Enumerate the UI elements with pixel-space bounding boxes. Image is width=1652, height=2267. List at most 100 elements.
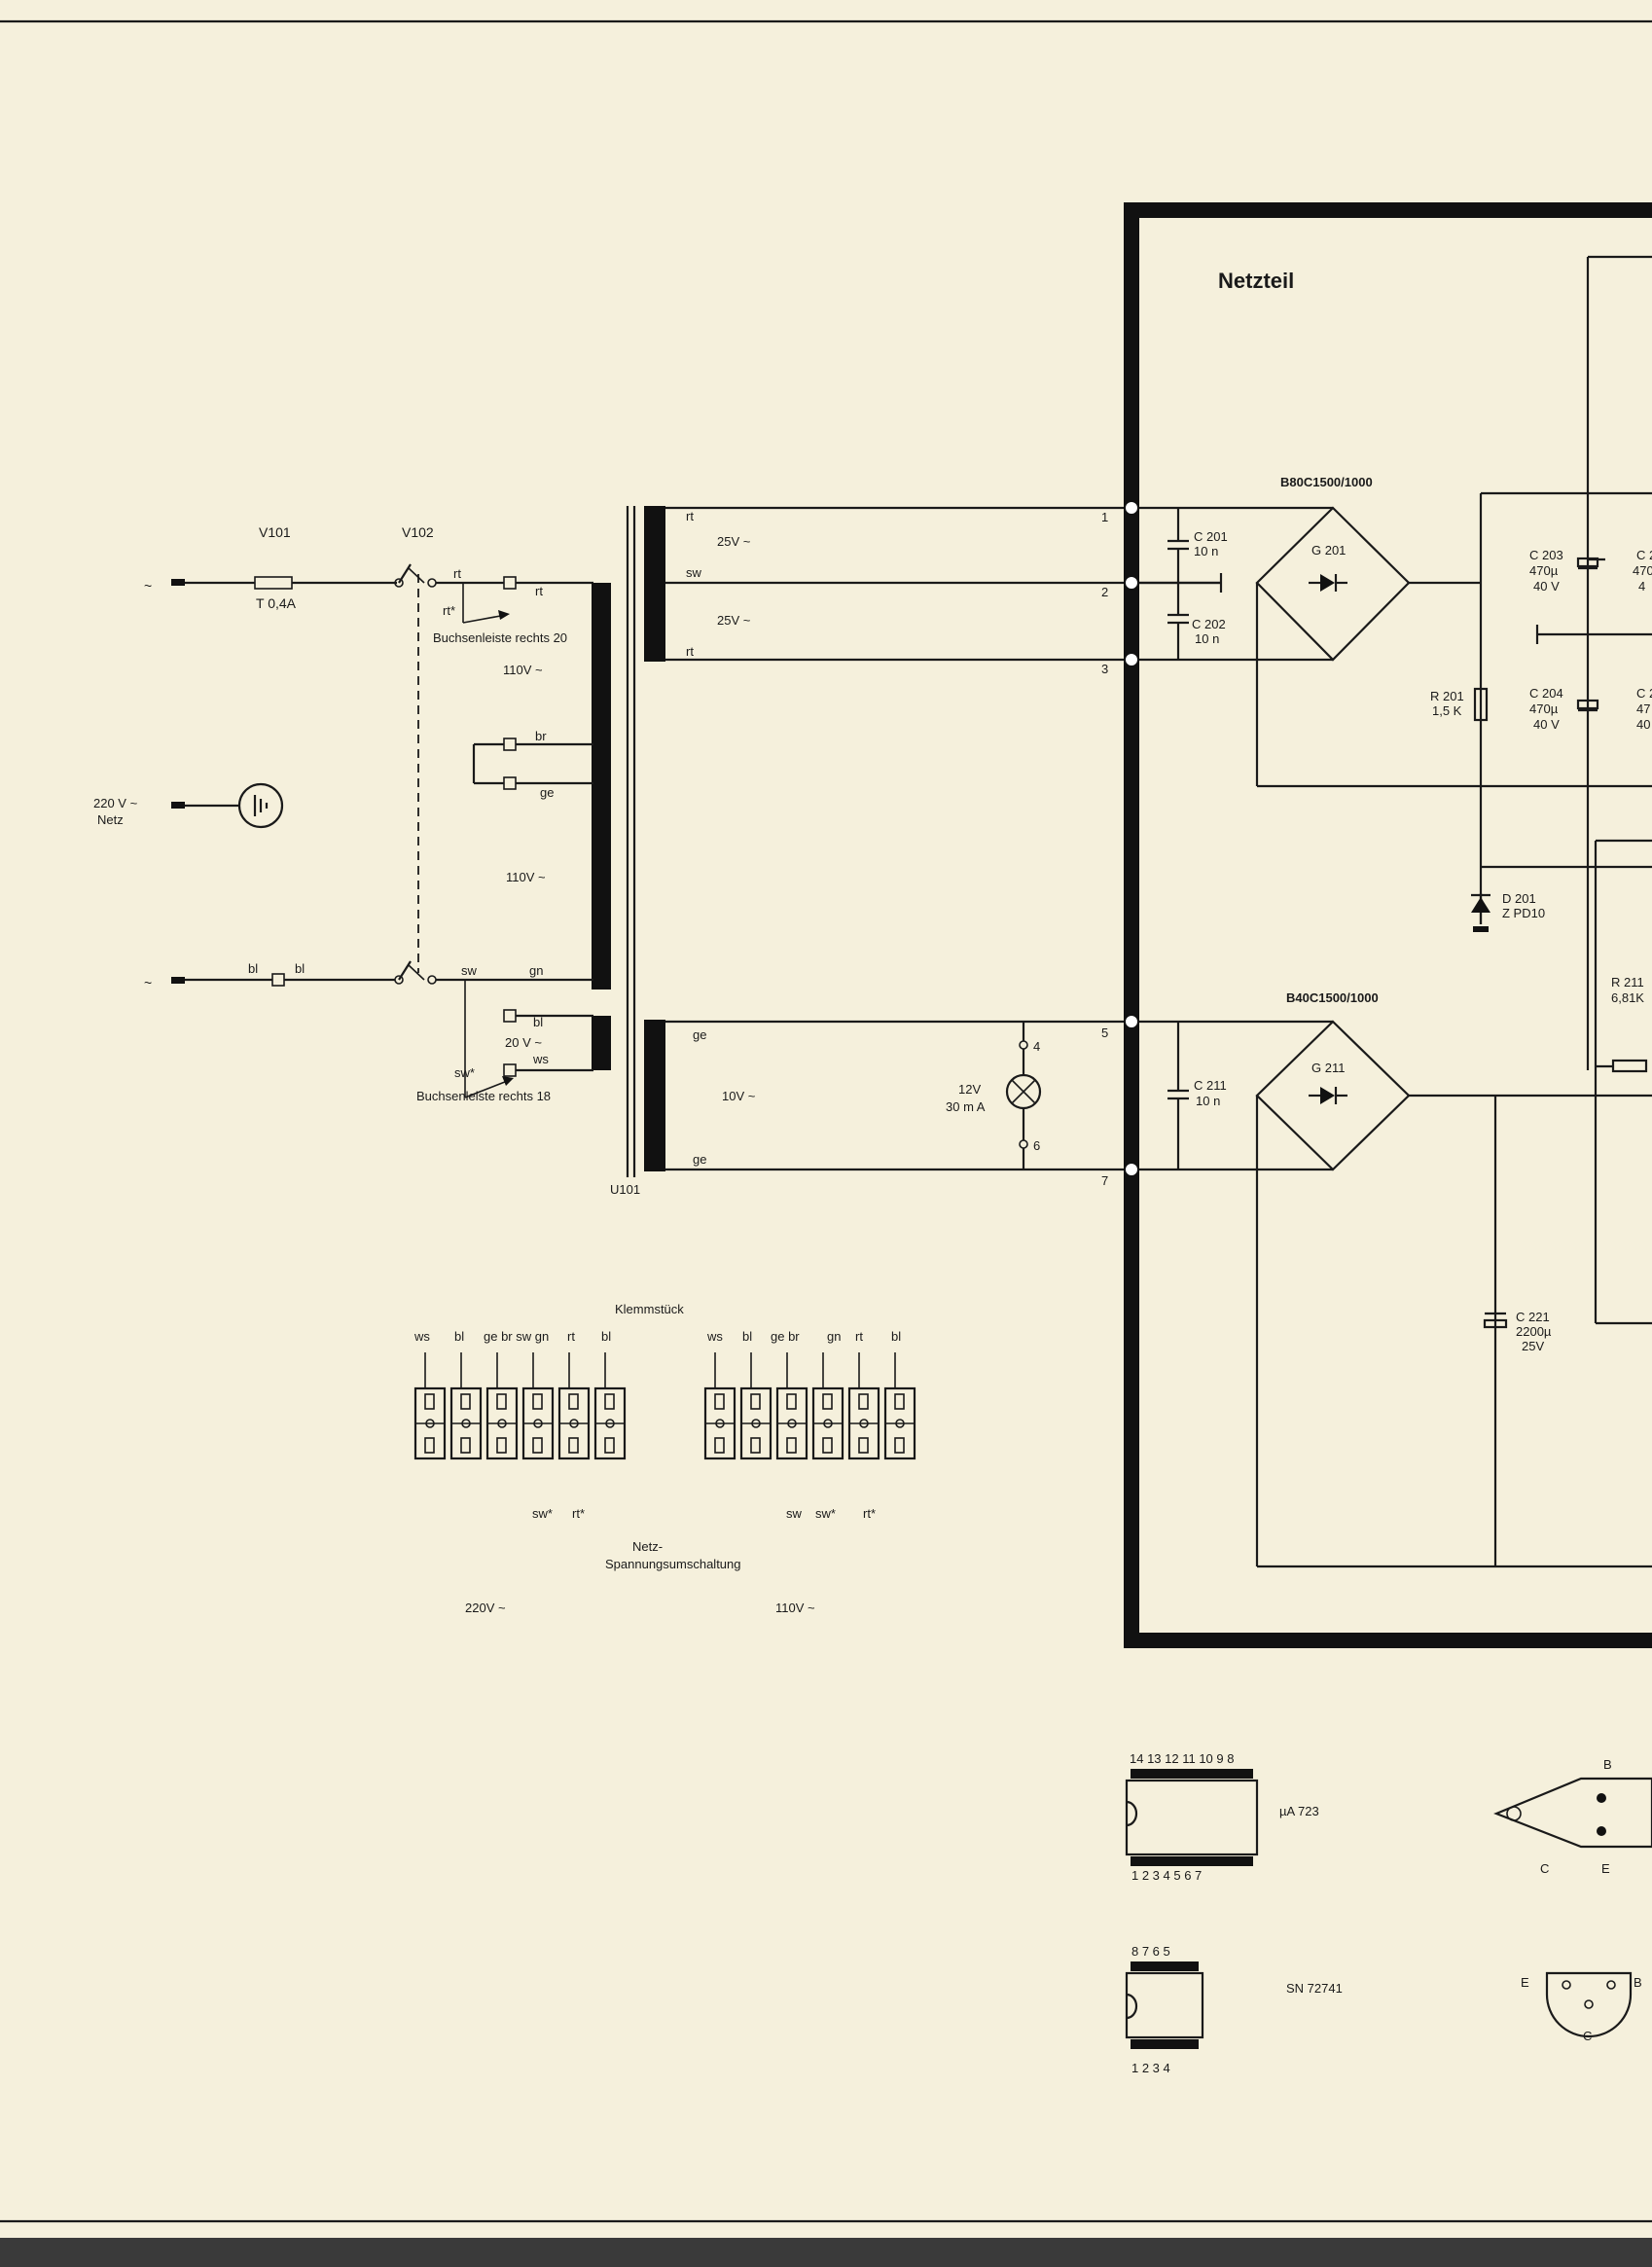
netzteil-title: Netzteil	[1218, 269, 1294, 293]
netzteil-bottom-circuit: C 211 10 n B40C1500/1000 G 211 C 221 220…	[1138, 975, 1652, 1568]
svg-text:~: ~	[144, 975, 152, 990]
mains-input-bottom: ~ bl bl sw gn sw* Buchsenleiste rechts 1…	[144, 961, 593, 1103]
bottom-dark-strip	[0, 2238, 1652, 2267]
svg-text:sw*: sw*	[454, 1065, 475, 1080]
primary-winding: 110V ~ 110V ~ 20 V ~	[503, 583, 611, 1070]
secondary-winding-top: rt sw rt 25V ~ 25V ~	[644, 506, 1221, 662]
svg-text:SN 72741: SN 72741	[1286, 1981, 1343, 1996]
svg-text:110V ~: 110V ~	[503, 663, 543, 677]
svg-text:470: 470	[1633, 563, 1652, 578]
klemmstueck-section: Klemmstück ws bl ge br sw gn rt bl ws bl…	[413, 1302, 916, 1615]
terminal-cell	[593, 1352, 627, 1460]
resistor-r211	[1611, 1059, 1648, 1073]
svg-text:ge: ge	[693, 1152, 706, 1167]
svg-text:110V ~: 110V ~	[775, 1601, 815, 1615]
svg-text:470µ: 470µ	[1529, 563, 1559, 578]
svg-text:40: 40	[1636, 717, 1650, 732]
svg-text:C 221: C 221	[1516, 1310, 1550, 1324]
svg-text:ws: ws	[706, 1329, 723, 1344]
terminal-cell	[703, 1352, 736, 1460]
svg-text:ge: ge	[540, 785, 554, 800]
bridge-g211	[1255, 1020, 1411, 1171]
terminal-cell	[521, 1352, 555, 1460]
svg-text:µA 723: µA 723	[1279, 1804, 1319, 1818]
svg-text:30 m A: 30 m A	[946, 1099, 986, 1114]
svg-text:Z PD10: Z PD10	[1502, 906, 1545, 920]
svg-text:1 2 3 4 5 6 7: 1 2 3 4 5 6 7	[1131, 1868, 1202, 1883]
svg-text:10V ~: 10V ~	[722, 1089, 756, 1103]
svg-text:bl: bl	[248, 961, 258, 976]
svg-text:1,5 K: 1,5 K	[1432, 703, 1462, 718]
svg-text:bl: bl	[891, 1329, 901, 1344]
transformer-core: U101	[610, 506, 640, 1197]
wire-rt-top: rt rt rt* Buchsenleiste rechts 20	[433, 566, 593, 645]
svg-text:rt*: rt*	[863, 1506, 876, 1521]
svg-text:3: 3	[1101, 662, 1108, 676]
terminal-block-220v	[413, 1352, 627, 1460]
switch-v102: V102	[394, 524, 467, 985]
wire-br-ge: br ge	[472, 729, 593, 800]
svg-text:C: C	[1540, 1861, 1549, 1876]
secondary-winding-bottom: ge ge 10V ~ 4 6 12V 30 m A	[644, 1020, 1129, 1171]
svg-text:C 204: C 204	[1529, 686, 1563, 701]
svg-text:C 203: C 203	[1529, 548, 1563, 562]
terminal-cell	[811, 1352, 844, 1460]
svg-text:2200µ: 2200µ	[1516, 1324, 1552, 1339]
svg-text:470µ: 470µ	[1529, 702, 1559, 716]
svg-text:sw: sw	[786, 1506, 803, 1521]
zener-d201	[1471, 897, 1490, 913]
svg-text:110V ~: 110V ~	[506, 870, 546, 884]
svg-text:ws: ws	[532, 1052, 549, 1066]
klemmstueck-title: Klemmstück	[615, 1302, 684, 1316]
fuse-v101	[254, 576, 293, 590]
ic-sn72741: 8 7 6 5 1 2 3 4 SN 72741	[1125, 1944, 1343, 2075]
terminal-cell	[847, 1352, 880, 1460]
svg-text:gn: gn	[827, 1329, 841, 1344]
svg-text:25V: 25V	[1522, 1339, 1544, 1353]
terminal-cell	[739, 1352, 772, 1460]
svg-text:ge: ge	[693, 1027, 706, 1042]
svg-text:C 201: C 201	[1194, 529, 1228, 544]
svg-text:~: ~	[144, 578, 152, 594]
svg-text:rt: rt	[686, 644, 694, 659]
svg-text:C 202: C 202	[1192, 617, 1226, 631]
earth-symbol: 220 V ~ Netz	[93, 782, 284, 829]
terminal-block-110v	[703, 1352, 916, 1460]
svg-text:Netz: Netz	[97, 812, 124, 827]
terminal-cell	[557, 1352, 591, 1460]
svg-text:2: 2	[1101, 585, 1108, 599]
svg-text:ge br: ge br	[771, 1329, 800, 1344]
svg-text:6,81K: 6,81K	[1611, 990, 1644, 1005]
svg-text:1 2 3 4: 1 2 3 4	[1131, 2061, 1170, 2075]
terminal-cell	[883, 1352, 916, 1460]
svg-text:5: 5	[1101, 1026, 1108, 1040]
svg-text:E: E	[1521, 1975, 1529, 1990]
ic-ua723: 14 13 12 11 10 9 8 1 2 3 4 5 6 7 µA 723	[1125, 1751, 1319, 1883]
svg-text:rt: rt	[686, 509, 694, 523]
fuse-value: T 0,4A	[256, 595, 297, 611]
svg-text:ws: ws	[413, 1329, 430, 1344]
svg-text:B80C1500/1000: B80C1500/1000	[1280, 475, 1373, 489]
svg-text:br: br	[535, 729, 547, 743]
svg-text:rt: rt	[855, 1329, 863, 1344]
svg-text:25V ~: 25V ~	[717, 534, 751, 549]
netzteil-top-circuit: C 201 10 n C 202 10 n B80C1500/1000 G 20…	[1138, 255, 1652, 1325]
svg-text:rt: rt	[535, 584, 543, 598]
fuse-ref: V101	[259, 524, 291, 540]
svg-text:B: B	[1634, 1975, 1642, 1990]
transistor-to3-outline: B C E	[1493, 1757, 1652, 1876]
svg-text:sw: sw	[686, 565, 702, 580]
svg-text:B40C1500/1000: B40C1500/1000	[1286, 990, 1379, 1005]
svg-text:G 211: G 211	[1311, 1061, 1345, 1075]
svg-text:bl: bl	[601, 1329, 611, 1344]
svg-text:14 13 12 11 10 9 8: 14 13 12 11 10 9 8	[1130, 1751, 1234, 1766]
svg-text:1: 1	[1101, 510, 1108, 524]
svg-text:40 V: 40 V	[1533, 579, 1560, 594]
bridge-g201	[1255, 506, 1411, 662]
svg-text:G 201: G 201	[1311, 543, 1346, 558]
netzteil-frame: Netzteil	[1124, 202, 1652, 1648]
svg-text:8 7 6 5: 8 7 6 5	[1131, 1944, 1170, 1959]
svg-text:10 n: 10 n	[1194, 544, 1218, 558]
svg-text:4: 4	[1638, 579, 1645, 594]
svg-text:rt*: rt*	[443, 603, 455, 618]
